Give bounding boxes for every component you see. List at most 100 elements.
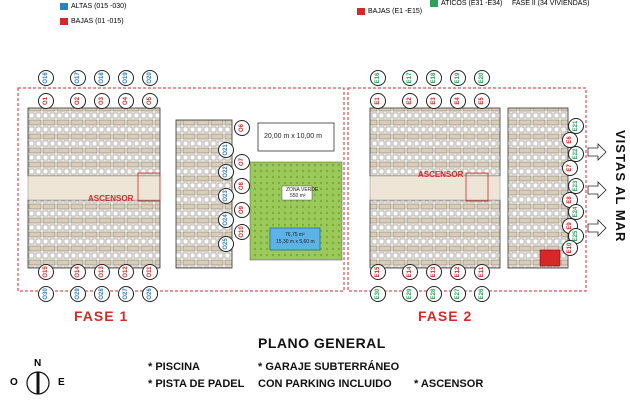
- unit-marker: E3: [426, 93, 442, 109]
- zona-verde-label-2: 550 m²: [290, 193, 306, 199]
- unit-marker: E20: [474, 70, 490, 86]
- fase1-label: FASE 1: [74, 308, 129, 324]
- unit-marker: O1: [38, 93, 54, 109]
- unit-marker: O18: [94, 70, 110, 86]
- legend-bajas-label: BAJAS (01 -015): [71, 18, 124, 25]
- unit-marker: E26: [474, 286, 490, 302]
- fase2-building-top: [369, 107, 501, 177]
- feature-padel: * PISTA DE PADEL: [148, 378, 245, 390]
- fase2-boundary: [347, 87, 587, 292]
- unit-marker: E18: [426, 70, 442, 86]
- legend-bajas-swatch: [60, 18, 68, 25]
- unit-marker: O2: [70, 93, 86, 109]
- unit-marker: O21: [218, 142, 234, 158]
- unit-marker: O5: [142, 93, 158, 109]
- legend-fase2-note-label: FASE II (34 VIVIENDAS): [512, 0, 590, 7]
- legend-fase2-note: FASE II (34 VIVIENDAS): [512, 0, 589, 7]
- unit-marker: E16: [370, 70, 386, 86]
- unit-marker: E10: [562, 240, 578, 256]
- unit-marker: E1: [370, 93, 386, 109]
- unit-marker: O14: [70, 264, 86, 280]
- unit-marker: O6: [234, 120, 250, 136]
- compass-o: O: [10, 377, 18, 388]
- feature-ascensor: * ASCENSOR: [414, 378, 484, 390]
- unit-marker: O9: [234, 202, 250, 218]
- unit-marker: O22: [218, 164, 234, 180]
- fase2-corridor: [369, 175, 501, 201]
- legend-aticos: ATICOS (E31 -E34): [430, 0, 502, 7]
- legend-bajas-e-swatch: [357, 8, 365, 15]
- unit-marker: O29: [70, 286, 86, 302]
- unit-marker: O25: [218, 236, 234, 252]
- padel-court: [257, 122, 335, 152]
- unit-marker: O26: [142, 286, 158, 302]
- unit-marker: O23: [218, 188, 234, 204]
- unit-marker: O7: [234, 154, 250, 170]
- legend-altas: ALTAS (015 -030): [60, 3, 126, 10]
- unit-marker: O13: [94, 264, 110, 280]
- unit-marker: E19: [450, 70, 466, 86]
- legend-aticos-swatch: [430, 0, 438, 7]
- pool-label-1: 76,75 m²: [285, 232, 305, 238]
- fase2-red-elevator: [539, 249, 561, 267]
- unit-marker: E14: [402, 264, 418, 280]
- unit-marker: E30: [370, 286, 386, 302]
- zona-verde-label-1: ZONA VERDE: [286, 187, 319, 193]
- compass-e: E: [58, 377, 65, 388]
- unit-marker: E4: [450, 93, 466, 109]
- fase1-ascensor-box: [137, 172, 161, 202]
- zona-verde-box: [281, 185, 313, 201]
- unit-marker: E27: [450, 286, 466, 302]
- unit-marker: E7: [562, 160, 578, 176]
- vistas-al-mar-label: VISTAS AL MAR: [613, 130, 628, 243]
- unit-marker: E11: [474, 264, 490, 280]
- arrow-2: [587, 181, 607, 199]
- padel-court-label: 20,00 m x 10,00 m: [264, 133, 322, 140]
- unit-marker: O28: [94, 286, 110, 302]
- unit-marker: O11: [142, 264, 158, 280]
- legend-altas-label: ALTAS (015 -030): [71, 3, 127, 10]
- legend-bajas-e-label: BAJAS (E1 -E15): [368, 8, 423, 15]
- unit-marker: O15: [38, 264, 54, 280]
- pool: [269, 227, 321, 251]
- unit-marker: O12: [118, 264, 134, 280]
- unit-marker: E2: [402, 93, 418, 109]
- fase1-boundary: [17, 87, 345, 292]
- unit-marker: O27: [118, 286, 134, 302]
- compass-n: N: [34, 358, 42, 369]
- unit-marker: O16: [38, 70, 54, 86]
- fase1-ascensor-label: ASCENSOR: [88, 194, 134, 203]
- unit-marker: E29: [402, 286, 418, 302]
- unit-marker: E13: [426, 264, 442, 280]
- fase1-building-top: [27, 107, 161, 177]
- legend-aticos-label: ATICOS (E31 -E34): [441, 0, 503, 7]
- legend-bajas-e: BAJAS (E1 -E15): [357, 8, 422, 15]
- unit-marker: E12: [450, 264, 466, 280]
- arrow-3: [587, 219, 607, 237]
- legend-bajas: BAJAS (01 -015): [60, 18, 124, 25]
- fase2-building-bottom: [369, 199, 501, 269]
- fase2-ascensor-label: ASCENSOR: [418, 170, 464, 179]
- unit-marker: O4: [118, 93, 134, 109]
- plan-title: PLANO GENERAL: [258, 335, 386, 351]
- feature-garaje: * GARAJE SUBTERRÁNEO: [258, 361, 400, 373]
- unit-marker: O8: [234, 178, 250, 194]
- unit-marker: O17: [70, 70, 86, 86]
- unit-marker: O10: [234, 224, 250, 240]
- fase2-building-right: [507, 107, 569, 269]
- unit-marker: E5: [474, 93, 490, 109]
- unit-marker: O30: [38, 286, 54, 302]
- feature-parking: CON PARKING INCLUIDO: [258, 378, 392, 390]
- fase2-label: FASE 2: [418, 308, 473, 324]
- unit-marker: E28: [426, 286, 442, 302]
- arrow-1: [587, 143, 607, 161]
- unit-marker: O19: [118, 70, 134, 86]
- fase1-building-bottom: [27, 199, 161, 269]
- unit-marker: E15: [370, 264, 386, 280]
- pool-label-2: 15,30 m x 5,60 m: [276, 239, 315, 245]
- unit-marker: O24: [218, 212, 234, 228]
- fase2-ascensor-box: [465, 172, 489, 202]
- unit-marker: O3: [94, 93, 110, 109]
- unit-marker: O20: [142, 70, 158, 86]
